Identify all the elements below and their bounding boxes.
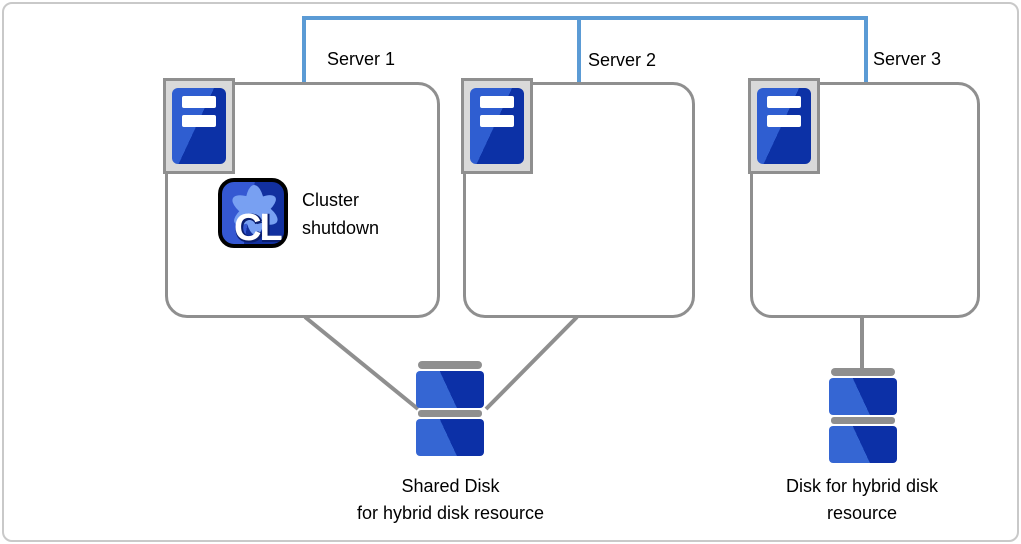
- interconnect-drop-server2: [577, 16, 581, 82]
- server2-label: Server 2: [588, 50, 657, 70]
- disk-cap: [418, 361, 482, 369]
- shared-disk-label-line1: Shared Disk: [401, 476, 500, 496]
- cl-badge-text: CL: [234, 207, 283, 248]
- disk-divider: [831, 417, 895, 424]
- disk-segment: [829, 426, 897, 463]
- server-tower-body: [172, 88, 226, 164]
- disk-segment: [829, 378, 897, 415]
- server-drive-slot: [480, 115, 514, 127]
- server-drive-slot: [767, 115, 801, 127]
- server1-label: Server 1: [327, 49, 396, 69]
- interconnect-drop-server3: [864, 16, 868, 82]
- disk-segment: [416, 419, 484, 456]
- server-tower-body: [470, 88, 524, 164]
- disk-divider: [418, 410, 482, 417]
- server-drive-slot: [480, 96, 514, 108]
- interconnect-drop-server1: [302, 16, 306, 82]
- interconnect-line-horizontal: [302, 16, 868, 20]
- disk-stack-icon: [829, 368, 897, 465]
- disk-segment: [416, 371, 484, 408]
- hybrid-disk-label: Disk for hybrid disk resource: [742, 473, 982, 527]
- shared-disk-label: Shared Disk for hybrid disk resource: [308, 473, 593, 527]
- server3-label: Server 3: [873, 49, 942, 69]
- disk-stack-icon: [416, 361, 484, 458]
- server-tower-icon: [461, 78, 533, 174]
- cl-badge-icon: CL: [218, 178, 288, 248]
- server-drive-slot: [182, 96, 216, 108]
- server-drive-slot: [182, 115, 216, 127]
- server-tower-icon: [163, 78, 235, 174]
- server-tower-body: [757, 88, 811, 164]
- hybrid-disk-label-line2: resource: [826, 503, 898, 523]
- disk-cap: [831, 368, 895, 376]
- server-tower-icon: [748, 78, 820, 174]
- shared-disk-label-line2: for hybrid disk resource: [356, 503, 545, 523]
- server-drive-slot: [767, 96, 801, 108]
- hybrid-disk-label-line1: Disk for hybrid disk: [785, 476, 939, 496]
- cluster-shutdown-label: Cluster shutdown: [302, 190, 380, 238]
- cl-badge-flower-shape: [232, 185, 278, 235]
